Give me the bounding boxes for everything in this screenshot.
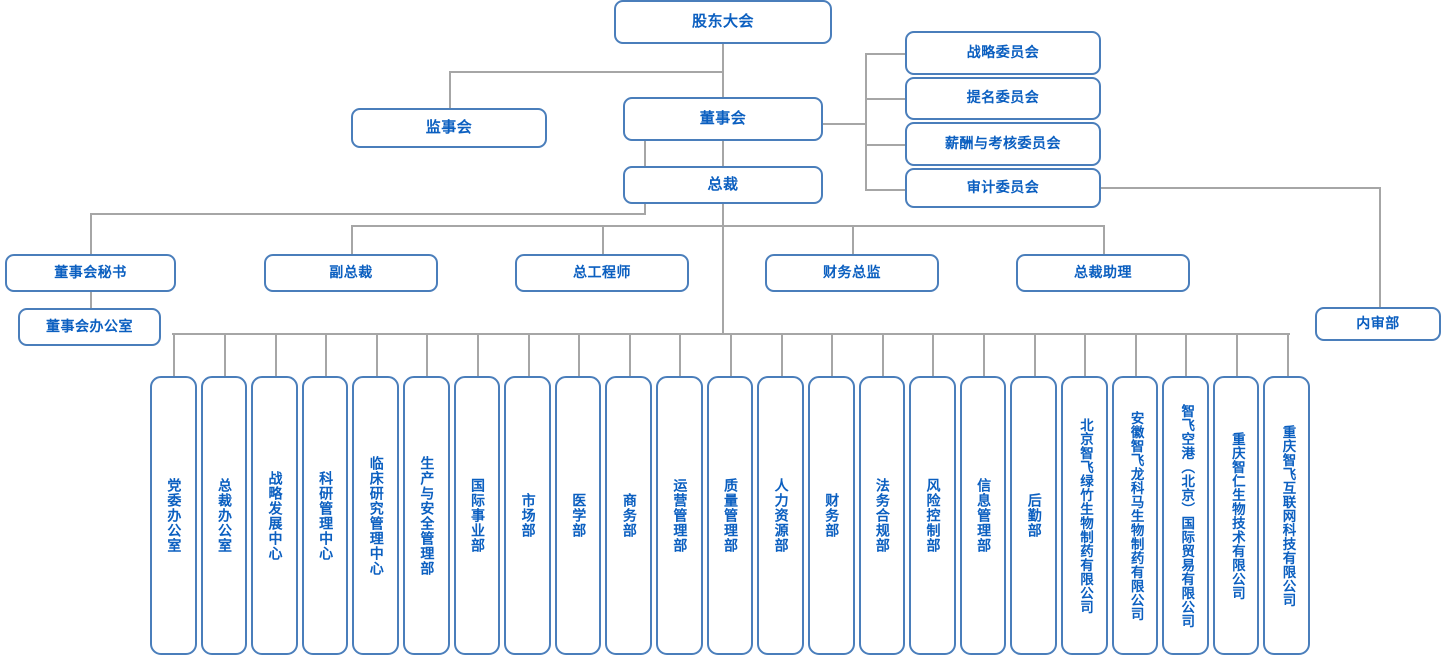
- connector-committee-nomination: [865, 98, 905, 100]
- node-department[interactable]: 国际事业部: [453, 376, 501, 655]
- node-committee-remuneration[interactable]: 薪酬与考核委员会: [905, 122, 1101, 166]
- node-supervisory-board[interactable]: 监事会: [351, 108, 547, 148]
- connector-to-vice-president: [351, 225, 353, 255]
- connector-to-department: [1084, 333, 1086, 376]
- connector-to-department: [983, 333, 985, 376]
- connector-to-department: [1236, 333, 1238, 376]
- connector-committee-strategy: [865, 53, 905, 55]
- node-board-secretary[interactable]: 董事会秘书: [5, 254, 176, 292]
- connector-president-drop: [722, 202, 724, 226]
- node-department[interactable]: 安徽智飞龙科马生物制药有限公司: [1111, 376, 1159, 655]
- connector-board-bus-to-supervisory: [449, 71, 723, 73]
- node-department[interactable]: 总裁办公室: [200, 376, 248, 655]
- node-president-assistant[interactable]: 总裁助理: [1016, 254, 1190, 292]
- node-department[interactable]: 运营管理部: [656, 376, 703, 655]
- node-department[interactable]: 重庆智飞互联网科技有限公司: [1263, 376, 1310, 655]
- node-department[interactable]: 信息管理部: [959, 376, 1007, 655]
- connector-to-department: [679, 333, 681, 376]
- node-president[interactable]: 总裁: [623, 166, 823, 204]
- connector-to-department: [932, 333, 934, 376]
- connector-to-department: [477, 333, 479, 376]
- node-department[interactable]: 北京智飞绿竹生物制药有限公司: [1060, 376, 1108, 655]
- node-department[interactable]: 质量管理部: [706, 376, 754, 655]
- connector-to-department: [1185, 333, 1187, 376]
- connector-to-department: [882, 333, 884, 376]
- connector-audit-to-internal-audit: [1101, 187, 1381, 189]
- node-committee-audit[interactable]: 审计委员会: [905, 168, 1101, 208]
- connector-to-department: [325, 333, 327, 376]
- connector-to-department: [1034, 333, 1036, 376]
- node-vice-president[interactable]: 副总裁: [264, 254, 438, 292]
- bus-board-secretary: [90, 213, 646, 215]
- node-board-of-directors[interactable]: 董事会: [623, 97, 823, 141]
- connector-to-department: [831, 333, 833, 376]
- node-department[interactable]: 市场部: [504, 376, 551, 655]
- node-department[interactable]: 人力资源部: [757, 376, 804, 655]
- connector-to-department: [730, 333, 732, 376]
- node-committee-nomination[interactable]: 提名委员会: [905, 77, 1101, 120]
- connector-board-to-president: [722, 141, 724, 168]
- connector-to-department: [1135, 333, 1137, 376]
- node-department[interactable]: 智飞空港（北京）国际贸易有限公司: [1162, 376, 1209, 655]
- connector-to-department: [578, 333, 580, 376]
- node-department[interactable]: 财务部: [807, 376, 855, 655]
- node-department[interactable]: 风险控制部: [909, 376, 956, 655]
- node-department[interactable]: 后勤部: [1010, 376, 1057, 655]
- connector-to-department: [224, 333, 226, 376]
- spine-president-to-departments: [722, 225, 724, 334]
- committee-spine: [865, 53, 867, 190]
- bus-executives: [351, 225, 1104, 227]
- connector-shareholders-to-board: [722, 44, 724, 97]
- connector-to-department: [528, 333, 530, 376]
- connector-to-cfo: [852, 225, 854, 255]
- connector-to-board-secretary: [90, 213, 92, 255]
- connector-committee-audit: [865, 189, 905, 191]
- node-cfo[interactable]: 财务总监: [765, 254, 939, 292]
- connector-to-chief-engineer: [602, 225, 604, 255]
- node-department[interactable]: 科研管理中心: [301, 376, 349, 655]
- connector-to-department: [426, 333, 428, 376]
- node-department[interactable]: 战略发展中心: [251, 376, 298, 655]
- node-department[interactable]: 生产与安全管理部: [403, 376, 450, 655]
- node-department[interactable]: 医学部: [554, 376, 602, 655]
- node-department[interactable]: 法务合规部: [858, 376, 906, 655]
- node-committee-strategy[interactable]: 战略委员会: [905, 31, 1101, 75]
- connector-to-department: [629, 333, 631, 376]
- connector-to-department: [1287, 333, 1289, 376]
- node-chief-engineer[interactable]: 总工程师: [515, 254, 689, 292]
- connector-to-department: [781, 333, 783, 376]
- connector-down-to-supervisory: [449, 71, 451, 108]
- connector-down-to-internal-audit: [1379, 187, 1381, 307]
- connector-to-department: [173, 333, 175, 376]
- connector-committee-remuneration: [865, 144, 905, 146]
- connector-to-department: [376, 333, 378, 376]
- node-board-office[interactable]: 董事会办公室: [18, 308, 161, 346]
- node-shareholders-meeting[interactable]: 股东大会: [614, 0, 832, 44]
- connector-to-president-assistant: [1103, 225, 1105, 255]
- node-department[interactable]: 商务部: [605, 376, 653, 655]
- node-department[interactable]: 重庆智仁生物技术有限公司: [1212, 376, 1260, 655]
- connector-board-to-committees: [822, 123, 866, 125]
- connector-to-department: [275, 333, 277, 376]
- connector-secretary-to-office: [90, 290, 92, 308]
- node-department[interactable]: 党委办公室: [150, 376, 197, 655]
- node-department[interactable]: 临床研究管理中心: [352, 376, 400, 655]
- node-internal-audit[interactable]: 内审部: [1315, 307, 1441, 341]
